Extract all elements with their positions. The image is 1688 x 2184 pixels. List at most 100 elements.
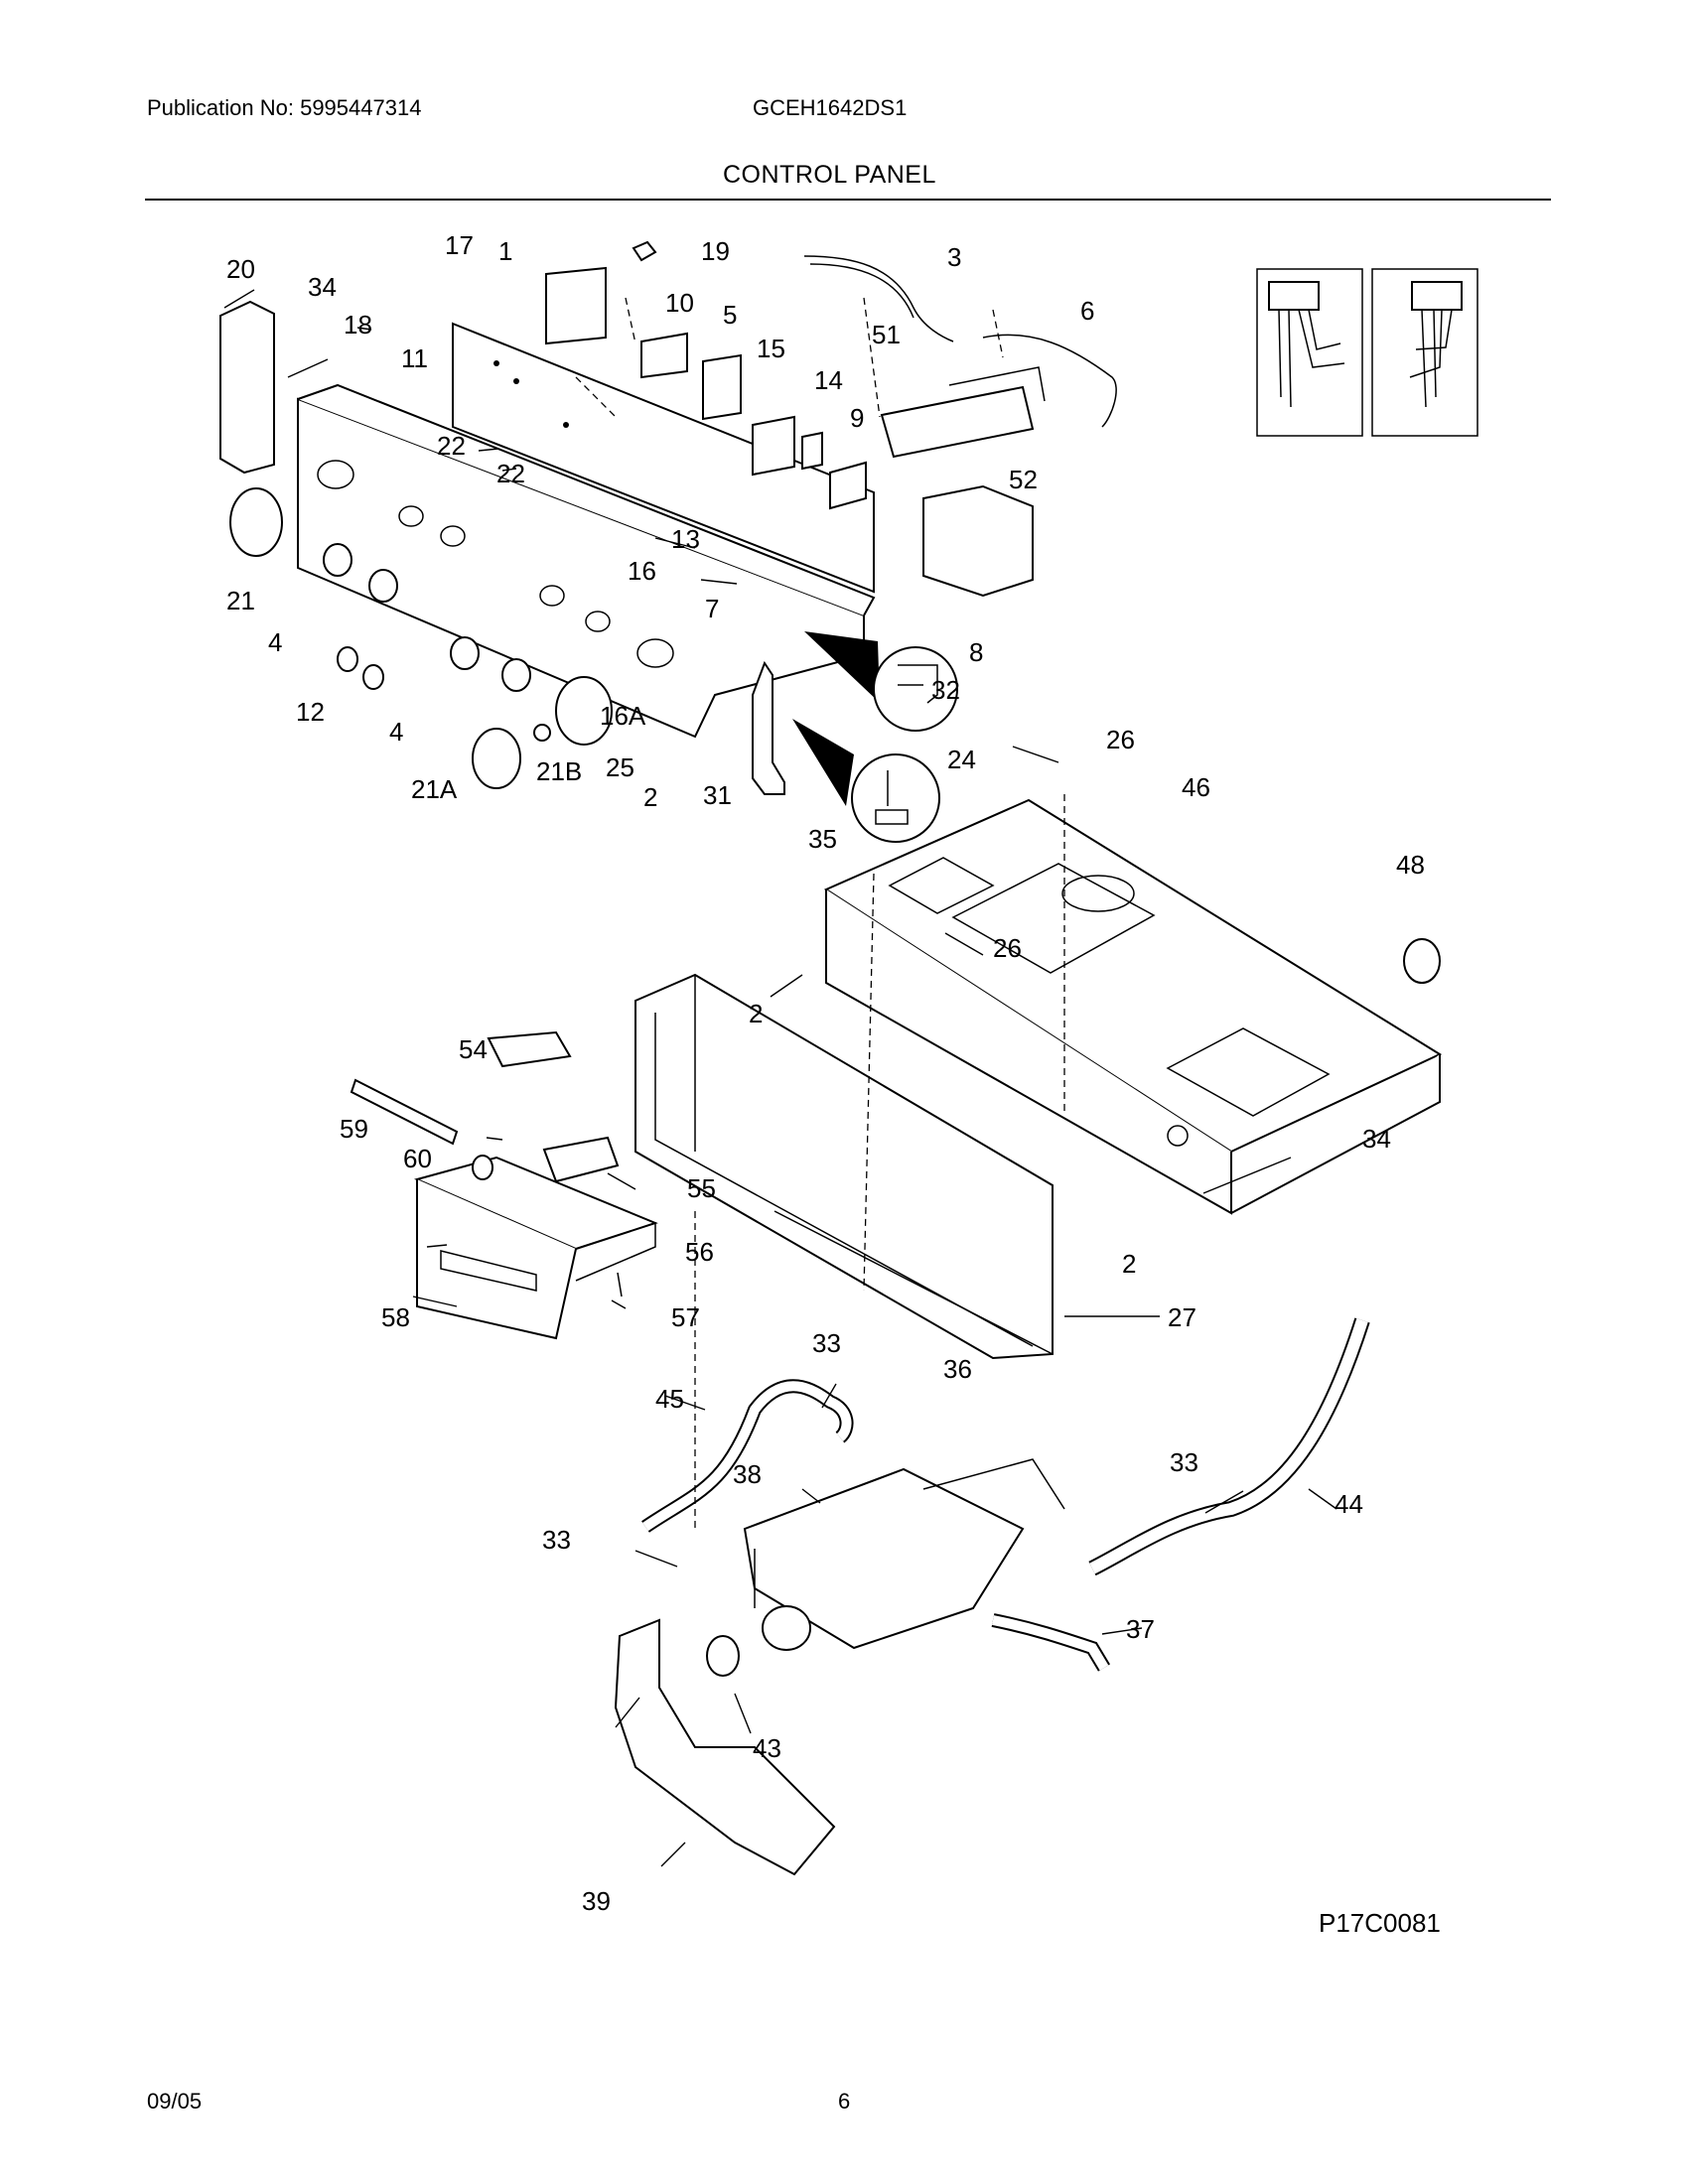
callout-19: 19 [701,236,730,266]
callout-21B: 21B [536,756,582,786]
control-components [545,240,867,510]
callout-33b: 33 [1170,1447,1198,1477]
callout-11: 11 [401,343,428,373]
console-knob-hole [585,611,611,632]
publication-number: Publication No: 5995447314 [147,95,422,120]
console-knob-hole [440,525,466,547]
callout-22a: 22 [437,431,466,461]
dispenser-housing-cover [634,973,1054,1360]
header-rule [145,199,1551,201]
dispenser-drawer [350,1030,658,1340]
callout-27: 27 [1168,1302,1196,1332]
callout-6: 6 [1080,296,1094,326]
callout-25: 25 [606,752,634,782]
callout-7: 7 [705,594,719,623]
knob-4c [450,636,480,670]
console-knob-hole [539,585,565,607]
callout-15: 15 [757,334,785,363]
callout-31: 31 [703,780,732,810]
knob-12a [337,646,358,672]
console-knob-hole [636,638,674,668]
callout-60: 60 [403,1144,432,1173]
callout-3: 3 [947,242,961,272]
page-number: 6 [838,2089,851,2114]
callout-58: 58 [381,1302,410,1332]
callout-18: 18 [344,310,372,340]
control-console-panel [297,383,876,739]
callout-33c: 33 [542,1525,571,1555]
callout-21: 21 [226,586,255,615]
callout-51: 51 [872,320,901,349]
control-board-and-motor [803,255,1117,598]
callout-52: 52 [1009,465,1038,494]
console-knob-hole [317,460,354,489]
detail-circles [752,631,958,843]
callout-1: 1 [498,236,512,266]
callout-17: 17 [445,230,474,260]
callout-16A: 16A [600,701,646,731]
callout-24: 24 [947,745,976,774]
callout-34: 34 [308,272,337,302]
top-frame-plate [823,798,1443,1215]
model-number: GCEH1642DS1 [753,95,908,120]
callout-13: 13 [671,524,700,554]
callout-12: 12 [296,697,325,727]
knob-4a [323,543,352,577]
callout-37: 37 [1126,1614,1155,1644]
callout-34b: 34 [1362,1124,1391,1154]
callout-4a: 4 [268,627,282,657]
callout-16: 16 [628,556,656,586]
callout-38: 38 [733,1459,762,1489]
callout-20: 20 [226,254,255,284]
callout-48: 48 [1396,850,1425,880]
inset-wire-harness-23 [1256,268,1363,437]
callout-54: 54 [459,1034,488,1064]
callout-32: 32 [931,675,960,705]
hoses-and-tub [614,1317,1370,1876]
knob-4b [368,569,398,603]
callout-10: 10 [665,288,694,318]
callout-26a: 26 [1106,725,1135,754]
callout-2c: 2 [1122,1249,1136,1279]
section-title: CONTROL PANEL [723,161,936,189]
figure-id: P17C0081 [1319,1908,1441,1938]
callout-43: 43 [753,1733,781,1763]
callout-9: 9 [850,403,864,433]
callout-labels: 20 34 18 17 1 19 10 5 3 6 51 15 14 9 52 … [226,230,1425,1916]
callout-26b: 26 [993,933,1022,963]
callout-45: 45 [655,1384,684,1414]
side-bracket [219,300,275,475]
callout-36: 36 [943,1354,972,1384]
callout-44: 44 [1335,1489,1363,1519]
callout-46: 46 [1182,772,1210,802]
callout-57: 57 [671,1302,700,1332]
publication-date: 09/05 [147,2089,203,2114]
rear-control-bracket [452,322,875,594]
knob-21 [229,487,283,557]
callout-2a: 2 [643,782,657,812]
knobs [229,487,613,789]
knob-21a [472,728,521,789]
console-knob-hole [398,505,424,527]
washer-21b [533,724,551,742]
callout-39: 39 [582,1886,611,1916]
callout-8: 8 [969,637,983,667]
callout-56: 56 [685,1237,714,1267]
knob-4d [501,658,531,692]
callout-14: 14 [814,365,843,395]
callout-55: 55 [687,1173,716,1203]
leader-lines [223,289,1337,1867]
knob-12b [362,664,384,690]
dial-25 [555,676,613,746]
callout-21A: 21A [411,774,458,804]
callout-35: 35 [808,824,837,854]
callout-5: 5 [723,300,737,330]
callout-22b: 22 [496,459,525,488]
inset-wire-harness-29 [1371,268,1478,437]
pressure-switch [1403,938,1441,984]
callout-4b: 4 [389,717,403,747]
callout-2b: 2 [749,999,763,1028]
callout-59: 59 [340,1114,368,1144]
callout-33a: 33 [812,1328,841,1358]
